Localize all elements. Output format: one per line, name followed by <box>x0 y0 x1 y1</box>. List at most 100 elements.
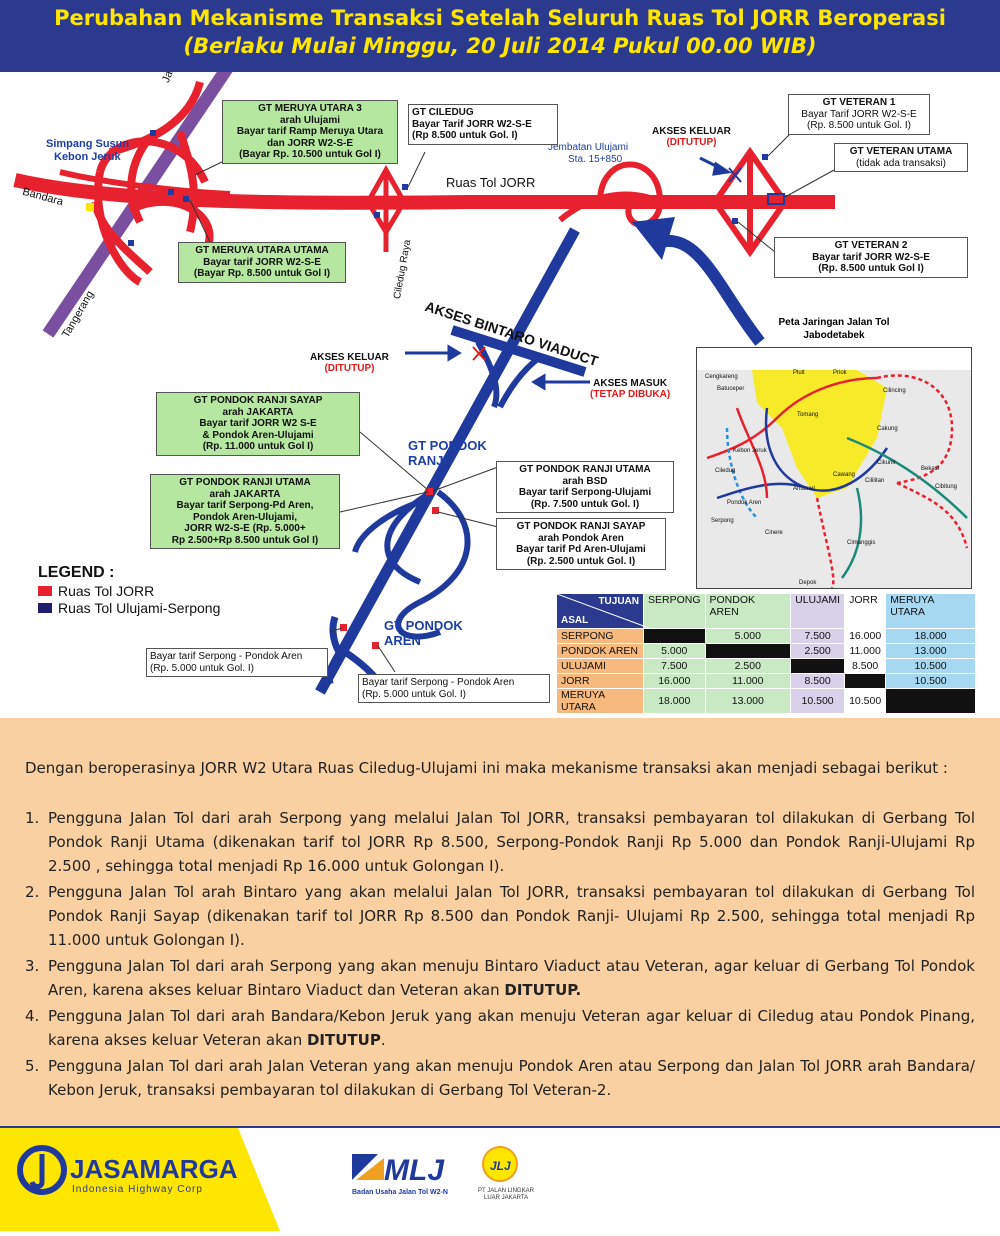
intro-paragraph: Dengan beroperasinya JORR W2 Utara Ruas … <box>25 759 948 777</box>
veteran-utama-marker <box>767 193 785 205</box>
matrix-row-asal: JORR <box>556 673 644 689</box>
matrix-cell: 8.500 <box>844 658 887 674</box>
road-diagram <box>13 72 835 695</box>
point-text: Pengguna Jalan Tol dari arah Serpong yan… <box>48 957 975 999</box>
gt-pondok-aren-label2: AREN <box>384 633 421 648</box>
matrix-cell: 10.500 <box>885 673 976 689</box>
matrix-cell <box>643 628 706 644</box>
ulujami-serpong-road <box>315 227 580 695</box>
matrix-cell: 10.500 <box>885 658 976 674</box>
jlj-mark: JLJ <box>490 1159 511 1173</box>
svg-text:Priok: Priok <box>833 370 848 376</box>
gt-pondok-aren-label: GT PONDOK <box>384 618 463 633</box>
bintaro-viaduct <box>450 325 587 377</box>
point-number: 1. <box>25 809 40 827</box>
matrix-cell: 13.000 <box>885 643 976 659</box>
transaction-point: 5. Pengguna Jalan Tol dari arah Jalan Vet… <box>25 1054 975 1102</box>
pondok-aren-right-box: Bayar tarif Serpong - Pondok Aren(Rp. 5.… <box>358 674 550 703</box>
svg-text:Tomang: Tomang <box>797 412 818 418</box>
matrix-cell: 8.500 <box>790 673 846 689</box>
inset-pointer-arrow <box>658 234 765 346</box>
transaction-point: 1.Pengguna Jalan Tol dari arah Serpong y… <box>25 806 975 878</box>
point-tail: . <box>380 1031 386 1049</box>
page-title: Perubahan Mekanisme Transaksi Setelah Se… <box>54 6 946 30</box>
col-jorr: JORR <box>844 593 887 629</box>
legend-item-jorr: Ruas Tol JORR <box>38 583 220 599</box>
point-text: Pengguna Jalan Tol arah Bintaro yang aka… <box>48 883 975 949</box>
col-pondok-aren: PONDOK AREN <box>704 593 792 629</box>
legend-title: LEGEND : <box>38 564 115 581</box>
ruas-jorr-label: Ruas Tol JORR <box>446 175 536 190</box>
jlj-caption-1: PT JALAN LINGKAR <box>478 1188 535 1194</box>
col-serpong: SERPONG <box>643 593 706 629</box>
ranji-gate-markers <box>340 488 439 649</box>
svg-text:Bekasi: Bekasi <box>921 466 939 472</box>
legend: LEGEND : Ruas Tol JORR Ruas Tol Ulujami-… <box>38 564 220 616</box>
svg-text:Kebon Jeruk: Kebon Jeruk <box>733 448 768 454</box>
inset-diagram: Cengkareng Batuceper Kebon Jeruk Ciledug… <box>697 348 971 588</box>
station-label: Sta. 15+850 <box>568 154 623 165</box>
col-ulujami: ULUJAMI <box>790 593 846 629</box>
akses-masuk-bintaro: AKSES MASUK(TETAP DIBUKA) <box>590 378 671 400</box>
svg-text:Pluit: Pluit <box>793 370 805 376</box>
point-emphasis: DITUTUP. <box>504 981 582 999</box>
svg-text:Antasari: Antasari <box>793 486 815 492</box>
road-map: Jakarta Simpang Susun Kebon Jeruk Bandar… <box>0 72 1000 718</box>
point-number: 4. <box>25 1007 40 1025</box>
toll-gate-markers <box>128 130 768 246</box>
transaction-point: 3.Pengguna Jalan Tol dari arah Serpong y… <box>25 954 975 1002</box>
matrix-cell: 16.000 <box>643 673 706 689</box>
jlj-caption-2: LUAR JAKARTA <box>484 1195 528 1201</box>
svg-text:Pondok Aren: Pondok Aren <box>727 500 761 506</box>
svg-text:Cikunir: Cikunir <box>877 460 896 466</box>
transaction-point: 4.Pengguna Jalan Tol dari arah Bandara/K… <box>25 1004 975 1052</box>
point-text: Pengguna Jalan Tol dari arah Jalan Veter… <box>48 1057 975 1099</box>
matrix-cell: 16.000 <box>844 628 887 644</box>
matrix-cell: 5.000 <box>643 643 706 659</box>
svg-text:Cengkareng: Cengkareng <box>705 374 738 380</box>
matrix-cell: 10.500 <box>844 688 887 714</box>
point-number: 2. <box>25 883 40 901</box>
matrix-cell <box>790 658 846 674</box>
gt-veteran-utama-box: GT VETERAN UTAMA(tidak ada transaksi) <box>834 143 968 172</box>
matrix-cell: 13.000 <box>704 688 792 714</box>
legend-item-ulujami: Ruas Tol Ulujami-Serpong <box>38 600 220 616</box>
svg-text:Serpong: Serpong <box>711 518 734 524</box>
matrix-row-asal: PONDOK AREN <box>556 643 644 659</box>
svg-text:Batuceper: Batuceper <box>717 386 744 392</box>
matrix-cell: 10.500 <box>790 688 846 714</box>
gt-pondok-ranji-label2: RANJI <box>408 453 448 468</box>
matrix-cell: 7.500 <box>643 658 706 674</box>
svg-text:Cinere: Cinere <box>765 530 783 536</box>
ciledug-interchange <box>365 164 407 252</box>
matrix-cell: 11.000 <box>844 643 887 659</box>
mlj-logo-icon <box>352 1154 378 1180</box>
svg-text:Cibitung: Cibitung <box>935 484 957 490</box>
col-meruya-utara: MERUYA UTARA <box>885 593 976 629</box>
svg-text:Cawang: Cawang <box>833 472 855 478</box>
svg-text:Cililitan: Cililitan <box>865 478 884 484</box>
bandara-gate-marker <box>86 203 94 211</box>
footer-logos: JASAMARGA Indonesia Highway Corp MLJ Bad… <box>0 1126 1000 1231</box>
tariff-matrix: TUJUAN ASAL SERPONG PONDOK AREN ULUJAMI … <box>556 593 976 714</box>
explanation-section: Dengan beroperasinya JORR W2 Utara Ruas … <box>0 718 1000 1126</box>
point-emphasis: DITUTUP <box>306 1031 381 1049</box>
matrix-cell <box>885 688 976 714</box>
jembatan-ulujami-label: Jembatan Ulujami <box>548 142 629 153</box>
point-number: 5. <box>25 1057 40 1075</box>
transaction-point: 2. Pengguna Jalan Tol arah Bintaro yang a… <box>25 880 975 952</box>
pondok-aren-left-box: Bayar tarif Serpong - Pondok Aren(Rp. 5.… <box>146 648 328 677</box>
matrix-cell: 5.000 <box>704 628 792 644</box>
gt-pondok-ranji-label: GT PONDOK <box>408 438 487 453</box>
